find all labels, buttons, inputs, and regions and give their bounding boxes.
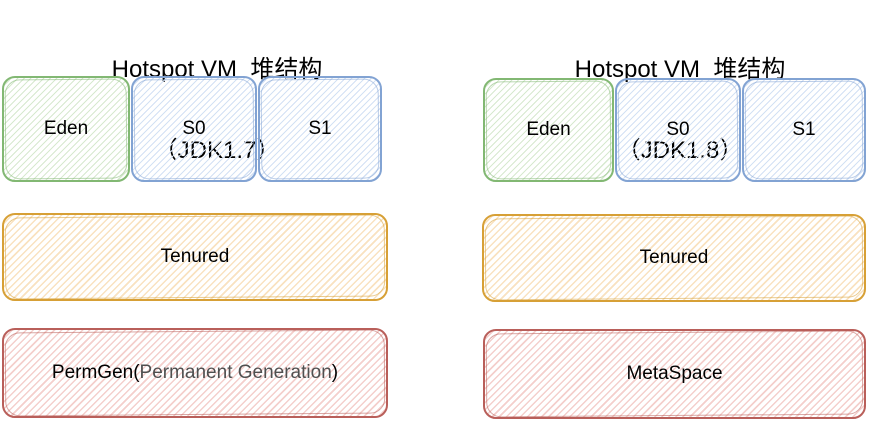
jdk18-s0-label: S0: [666, 119, 690, 140]
jdk17-tenured-label: Tenured: [160, 246, 230, 267]
jdk18-eden-label: Eden: [526, 119, 571, 140]
jdk18-metaspace-box: MetaSpace: [483, 329, 866, 419]
jdk18-s0-box: S0: [615, 78, 741, 182]
jdk17-tenured-box: Tenured: [2, 213, 388, 301]
jdk17-s1-box: S1: [258, 76, 382, 182]
jdk17-eden-box: Eden: [2, 76, 130, 182]
jdk17-s0-label: S0: [182, 118, 206, 139]
jdk18-tenured-label: Tenured: [639, 247, 709, 268]
jdk18-s1-label: S1: [792, 119, 816, 140]
jdk18-s1-box: S1: [742, 78, 866, 182]
jdk17-permgen-label: PermGen(Permanent Generation): [52, 362, 338, 384]
jdk17-eden-label: Eden: [43, 118, 89, 139]
jdk17-permgen-label-paren: Permanent Generation: [139, 362, 332, 383]
jdk18-eden-box: Eden: [483, 78, 614, 182]
jdk17-permgen-box: PermGen(Permanent Generation): [2, 328, 388, 418]
jdk17-permgen-label-close: ): [331, 362, 339, 383]
jdk18-metaspace-label: MetaSpace: [626, 363, 722, 385]
jdk17-s0-box: S0: [131, 76, 257, 182]
jdk18-tenured-box: Tenured: [482, 214, 866, 302]
jdk18-metaspace-label-main: MetaSpace: [626, 363, 723, 384]
jdk17-permgen-label-main: PermGen(: [51, 362, 140, 383]
jdk17-s1-label: S1: [308, 118, 332, 139]
